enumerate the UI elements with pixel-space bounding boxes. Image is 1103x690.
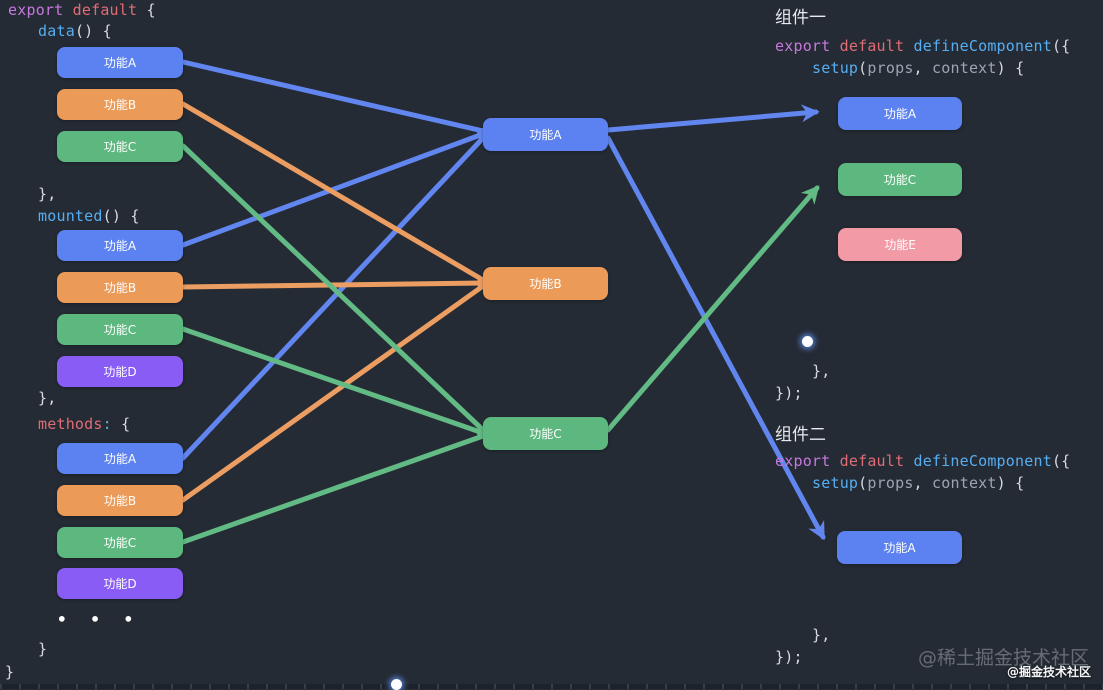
code-mounted-signature: mounted() { (38, 207, 140, 225)
feature-node-mounted-d: 功能D (57, 356, 183, 387)
connection-line-methods-c (180, 433, 486, 545)
timeline-ticks (0, 684, 1103, 689)
feature-node-data-c: 功能C (57, 131, 183, 162)
code-mounted-close: }, (38, 389, 57, 407)
arrow-a-to-component2 (605, 135, 826, 541)
more-code-ellipsis: • • • (57, 610, 141, 629)
feature-node-methods-d: 功能D (57, 568, 183, 599)
feature-node-methods-b: 功能B (57, 485, 183, 516)
arrow-a-to-component1 (605, 104, 820, 133)
code-export-default: export default { (8, 1, 156, 19)
feature-node-mounted-b: 功能B (57, 272, 183, 303)
feature-node-mounted-a: 功能A (57, 230, 183, 261)
connection-line-mounted-c (180, 326, 486, 436)
connection-line-data-c (180, 143, 486, 433)
feature-node-mounted-c: 功能C (57, 314, 183, 345)
component-one-feature-e: 功能E (838, 228, 962, 261)
component-two-close-outer: }); (775, 648, 803, 666)
component-one-close-outer: }); (775, 384, 803, 402)
component-two-title: 组件二 (775, 425, 826, 445)
component-one-title: 组件一 (775, 8, 826, 28)
component-one-feature-c: 功能C (838, 163, 962, 196)
component-two-feature-a: 功能A (837, 531, 962, 564)
feature-node-methods-a: 功能A (57, 443, 183, 474)
component-two-export-line: export default defineComponent({ (775, 452, 1071, 470)
code-methods-signature: methods: { (38, 415, 131, 433)
code-outer-close: } (5, 663, 15, 681)
code-data-close: }, (38, 185, 57, 203)
component-one-export-line: export default defineComponent({ (775, 37, 1071, 55)
connection-line-methods-a (180, 135, 486, 461)
component-one-feature-a: 功能A (838, 97, 962, 130)
cursor-dot (802, 336, 813, 347)
connection-line-data-a (180, 59, 486, 134)
watermark-primary: @稀土掘金技术社区 (918, 647, 1090, 669)
component-two-close-inner: }, (812, 626, 831, 644)
connection-line-methods-b (180, 283, 486, 503)
watermark-secondary: @掘金技术社区 (1007, 665, 1092, 679)
feature-node-data-b: 功能B (57, 89, 183, 120)
component-two-setup-line: setup(props, context) { (812, 474, 1025, 492)
video-progress-bar[interactable] (0, 684, 1103, 689)
feature-node-data-a: 功能A (57, 47, 183, 78)
aggregate-node-c: 功能C (483, 417, 608, 450)
arrow-c-to-component1 (605, 185, 820, 433)
aggregate-node-b: 功能B (483, 267, 608, 300)
feature-node-methods-c: 功能C (57, 527, 183, 558)
component-one-setup-line: setup(props, context) { (812, 59, 1025, 77)
aggregate-node-a: 功能A (483, 118, 608, 151)
code-data-signature: data() { (38, 22, 112, 40)
code-methods-close: } (38, 640, 48, 658)
connection-line-data-b (180, 101, 486, 283)
component-one-close-inner: }, (812, 362, 831, 380)
scrubber-handle[interactable] (391, 679, 402, 690)
